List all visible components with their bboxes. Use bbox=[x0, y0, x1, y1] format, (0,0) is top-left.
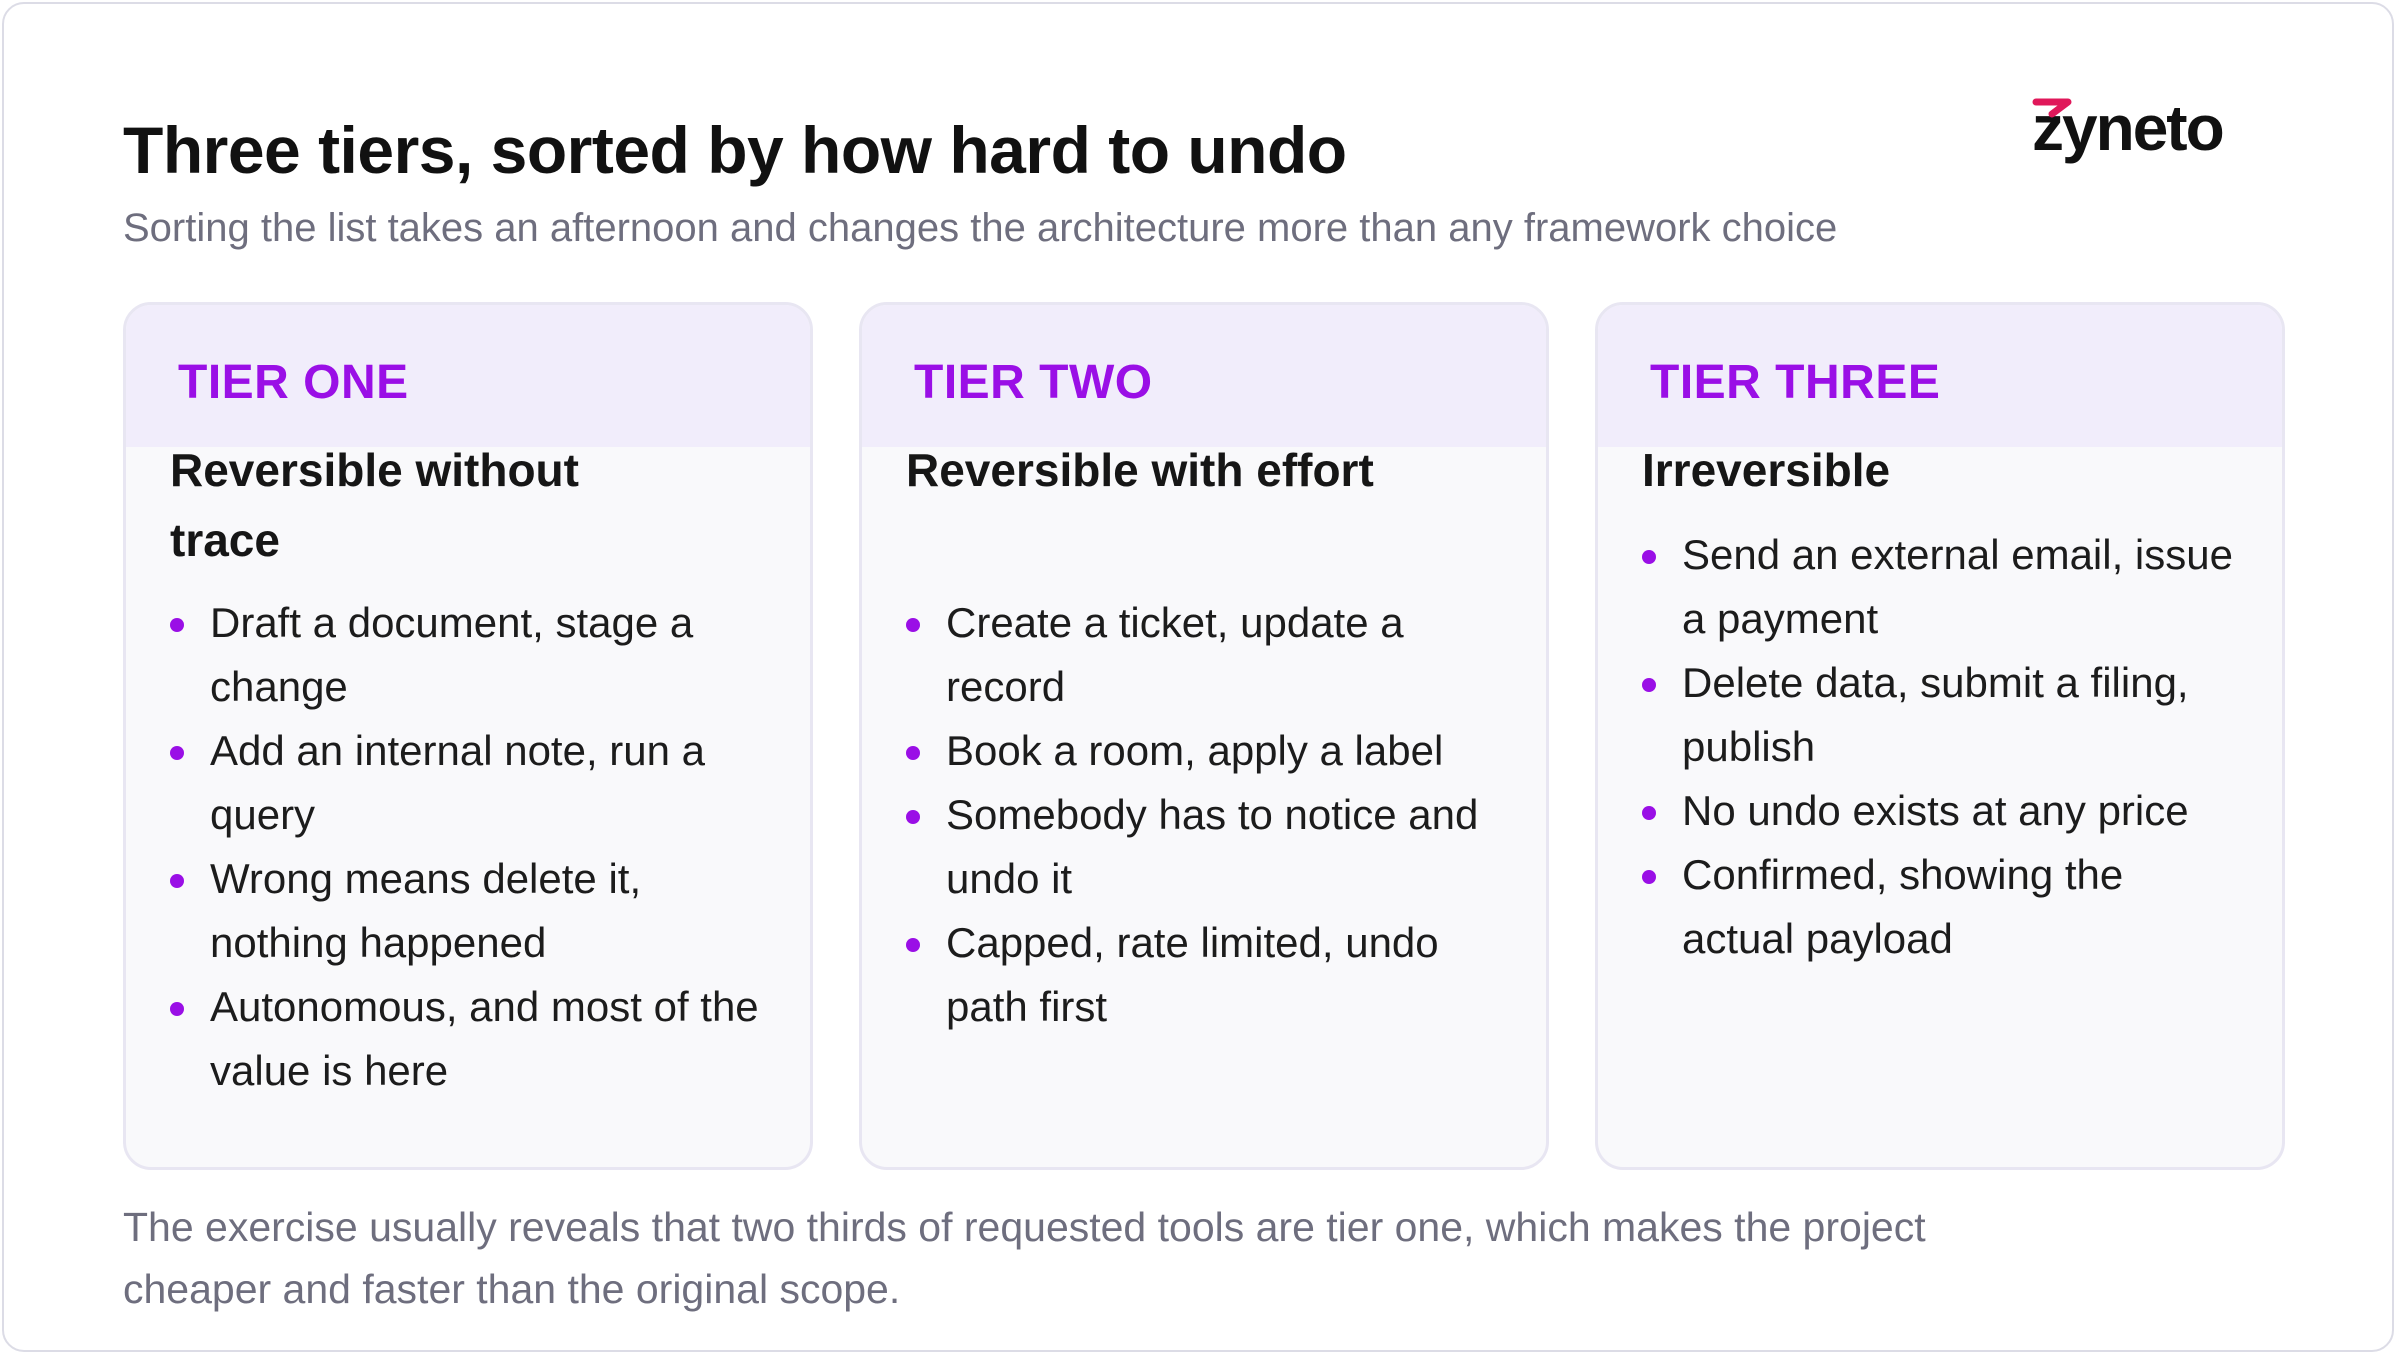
list-item: Capped, rate limited, undo path first bbox=[906, 911, 1506, 1039]
tier-card-header: TIER ONE bbox=[126, 305, 810, 447]
tier-heading: Reversible with effort bbox=[906, 444, 1374, 496]
list-item-text: Send an external email, issue a payment bbox=[1682, 531, 2233, 642]
list-item-text: Somebody has to notice and undo it bbox=[946, 791, 1479, 902]
list-item-text: Add an internal note, run a query bbox=[210, 727, 706, 838]
list-item-text: No undo exists at any price bbox=[1682, 787, 2189, 834]
tier-card-one: TIER ONE Reversible without trace Draft … bbox=[123, 302, 813, 1170]
bullet-dot-icon bbox=[1642, 870, 1656, 884]
footer-note: The exercise usually reveals that two th… bbox=[123, 1204, 1926, 1312]
list-item: Somebody has to notice and undo it bbox=[906, 783, 1506, 911]
bullet-dot-icon bbox=[1642, 678, 1656, 692]
tier-card-two: TIER TWO Reversible with effort Create a… bbox=[859, 302, 1549, 1170]
tier-card-header: TIER THREE bbox=[1598, 305, 2282, 447]
tier-label: TIER THREE bbox=[1650, 356, 1941, 409]
list-item: Autonomous, and most of the value is her… bbox=[170, 975, 770, 1103]
page-title: Three tiers, sorted by how hard to undo bbox=[123, 113, 1347, 187]
tier-bullet-list: Draft a document, stage a change Add an … bbox=[170, 591, 770, 1103]
list-item: Create a ticket, update a record bbox=[906, 591, 1506, 719]
bullet-dot-icon bbox=[170, 1002, 184, 1016]
list-item: Draft a document, stage a change bbox=[170, 591, 770, 719]
list-item-text: Book a room, apply a label bbox=[946, 727, 1444, 774]
list-item-text: Wrong means delete it, nothing happened bbox=[210, 855, 642, 966]
bullet-dot-icon bbox=[170, 874, 184, 888]
tier-heading: Reversible without trace bbox=[170, 444, 579, 566]
page-subtitle: Sorting the list takes an afternoon and … bbox=[123, 206, 1838, 250]
tier-bullet-list: Send an external email, issue a payment … bbox=[1642, 523, 2242, 971]
list-item-text: Create a ticket, update a record bbox=[946, 599, 1404, 710]
tier-card-header: TIER TWO bbox=[862, 305, 1546, 447]
list-item: No undo exists at any price bbox=[1642, 779, 2242, 843]
bullet-dot-icon bbox=[170, 746, 184, 760]
bullet-dot-icon bbox=[906, 618, 920, 632]
list-item-text: Draft a document, stage a change bbox=[210, 599, 694, 710]
list-item: Delete data, submit a filing, publish bbox=[1642, 651, 2242, 779]
list-item: Add an internal note, run a query bbox=[170, 719, 770, 847]
zyneto-logo: zyneto bbox=[2032, 92, 2225, 164]
tier-label: TIER TWO bbox=[914, 356, 1153, 409]
bullet-dot-icon bbox=[906, 746, 920, 760]
tier-card-three: TIER THREE Irreversible Send an external… bbox=[1595, 302, 2285, 1170]
tier-label: TIER ONE bbox=[178, 356, 409, 409]
bullet-dot-icon bbox=[1642, 550, 1656, 564]
list-item: Wrong means delete it, nothing happened bbox=[170, 847, 770, 975]
list-item-text: Delete data, submit a filing, publish bbox=[1682, 659, 2189, 770]
tier-heading: Irreversible bbox=[1642, 444, 1891, 496]
bullet-dot-icon bbox=[1642, 806, 1656, 820]
bullet-dot-icon bbox=[906, 810, 920, 824]
list-item: Book a room, apply a label bbox=[906, 719, 1506, 783]
bullet-dot-icon bbox=[906, 938, 920, 952]
list-item: Confirmed, showing the actual payload bbox=[1642, 843, 2242, 971]
list-item-text: Confirmed, showing the actual payload bbox=[1682, 851, 2124, 962]
list-item-text: Capped, rate limited, undo path first bbox=[946, 919, 1439, 1030]
list-item: Send an external email, issue a payment bbox=[1642, 523, 2242, 651]
logo-accent-mark bbox=[2032, 98, 2072, 118]
bullet-dot-icon bbox=[170, 618, 184, 632]
list-item-text: Autonomous, and most of the value is her… bbox=[210, 983, 759, 1094]
tier-bullet-list: Create a ticket, update a record Book a … bbox=[906, 591, 1506, 1039]
